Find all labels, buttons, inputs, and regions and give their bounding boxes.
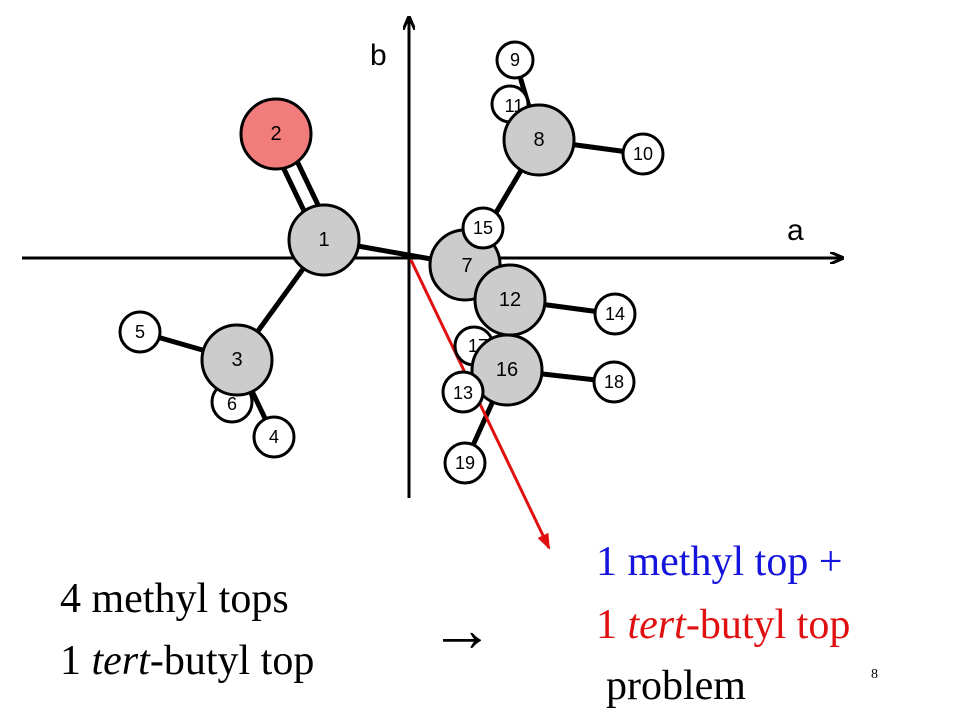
svg-text:14: 14 [605, 304, 625, 324]
atom-9: 9 [495, 40, 535, 80]
a-axis-label: a [787, 214, 804, 247]
svg-text:12: 12 [499, 289, 521, 311]
svg-text:6: 6 [227, 394, 237, 414]
atom-5: 5 [118, 310, 162, 354]
svg-text:19: 19 [455, 453, 475, 473]
svg-text:4: 4 [269, 427, 279, 447]
atom-19: 19 [443, 441, 487, 485]
left-text-line2: 1 tert-butyl top [60, 640, 314, 682]
left-line2-rest: -butyl top [149, 638, 315, 684]
right-text-line2: 1 tert-butyl top [596, 604, 850, 646]
atoms: 9 11 10 8 2 5 6 4 3 1 7 15 14 18 17 19 1… [118, 40, 665, 485]
svg-text:5: 5 [135, 322, 145, 342]
svg-text:3: 3 [231, 349, 242, 371]
atom-1: 1 [287, 203, 361, 277]
svg-text:15: 15 [473, 218, 493, 238]
atom-14: 14 [593, 292, 637, 336]
right-line2-rest: -butyl top [685, 602, 851, 648]
right-line2-italic: tert [627, 602, 686, 648]
left-text-line1: 4 methyl tops [60, 576, 289, 622]
atom-12: 12 [473, 263, 547, 337]
svg-text:1: 1 [318, 229, 329, 251]
atom-2: 2 [239, 97, 313, 171]
svg-text:10: 10 [633, 144, 653, 164]
atom-8: 8 [502, 103, 576, 177]
page-number: 8 [871, 667, 878, 682]
svg-text:13: 13 [453, 383, 473, 403]
transform-arrow: → [430, 594, 494, 665]
atom-10: 10 [621, 132, 665, 176]
svg-text:8: 8 [533, 129, 544, 151]
atom-13: 13 [441, 370, 485, 414]
b-axis-label: b [370, 39, 387, 72]
left-line2-number: 1 [60, 638, 92, 684]
atom-16: 16 [470, 333, 544, 407]
svg-text:2: 2 [270, 123, 281, 145]
atom-4: 4 [252, 415, 296, 459]
atom-15: 15 [461, 206, 505, 250]
svg-text:18: 18 [604, 372, 624, 392]
right-line2-number: 1 [596, 602, 628, 648]
svg-text:16: 16 [496, 359, 518, 381]
left-line2-italic: tert [91, 638, 150, 684]
svg-text:9: 9 [510, 50, 520, 70]
right-text-line1: 1 methyl top + [596, 539, 843, 585]
atom-3: 3 [200, 323, 274, 397]
atom-18: 18 [592, 360, 636, 404]
svg-text:7: 7 [461, 255, 472, 277]
right-text-line3: problem [606, 663, 746, 709]
